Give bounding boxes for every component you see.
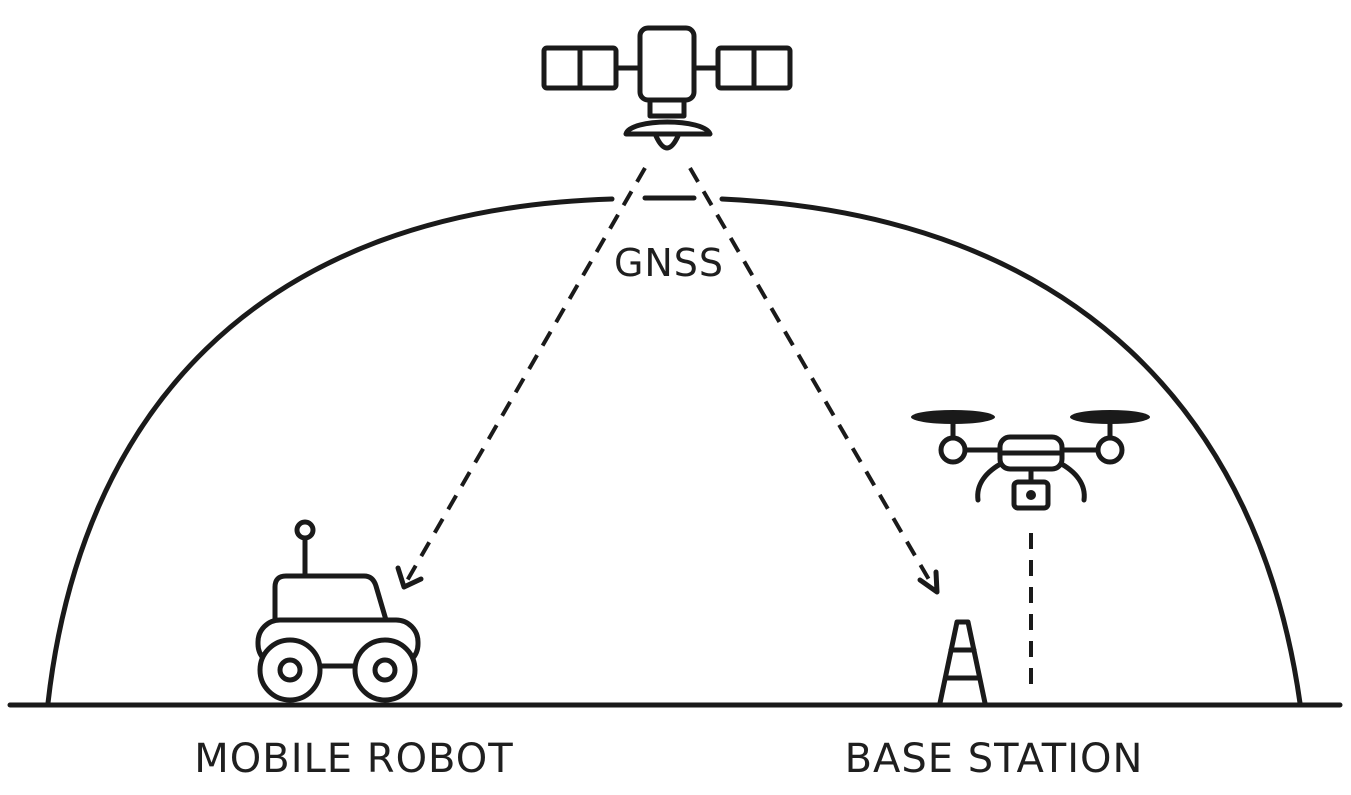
robot-rover-icon	[255, 519, 421, 703]
signal-to-base-station-arrowhead	[917, 569, 940, 595]
satellite-icon	[541, 25, 793, 151]
base-station-label: BASE STATION	[845, 736, 1144, 782]
base-station-tower-icon	[937, 619, 988, 706]
mobile-robot-label: MOBILE ROBOT	[194, 736, 513, 782]
drone-icon	[911, 410, 1150, 511]
signal-to-robot-arrowhead	[395, 565, 424, 590]
signal-to-robot-line	[402, 167, 647, 587]
gnss-label: GNSS	[614, 241, 724, 285]
coverage-dome-left	[45, 196, 615, 706]
signal-to-base-station-line	[688, 166, 937, 592]
coverage-dome-right	[719, 196, 1303, 706]
